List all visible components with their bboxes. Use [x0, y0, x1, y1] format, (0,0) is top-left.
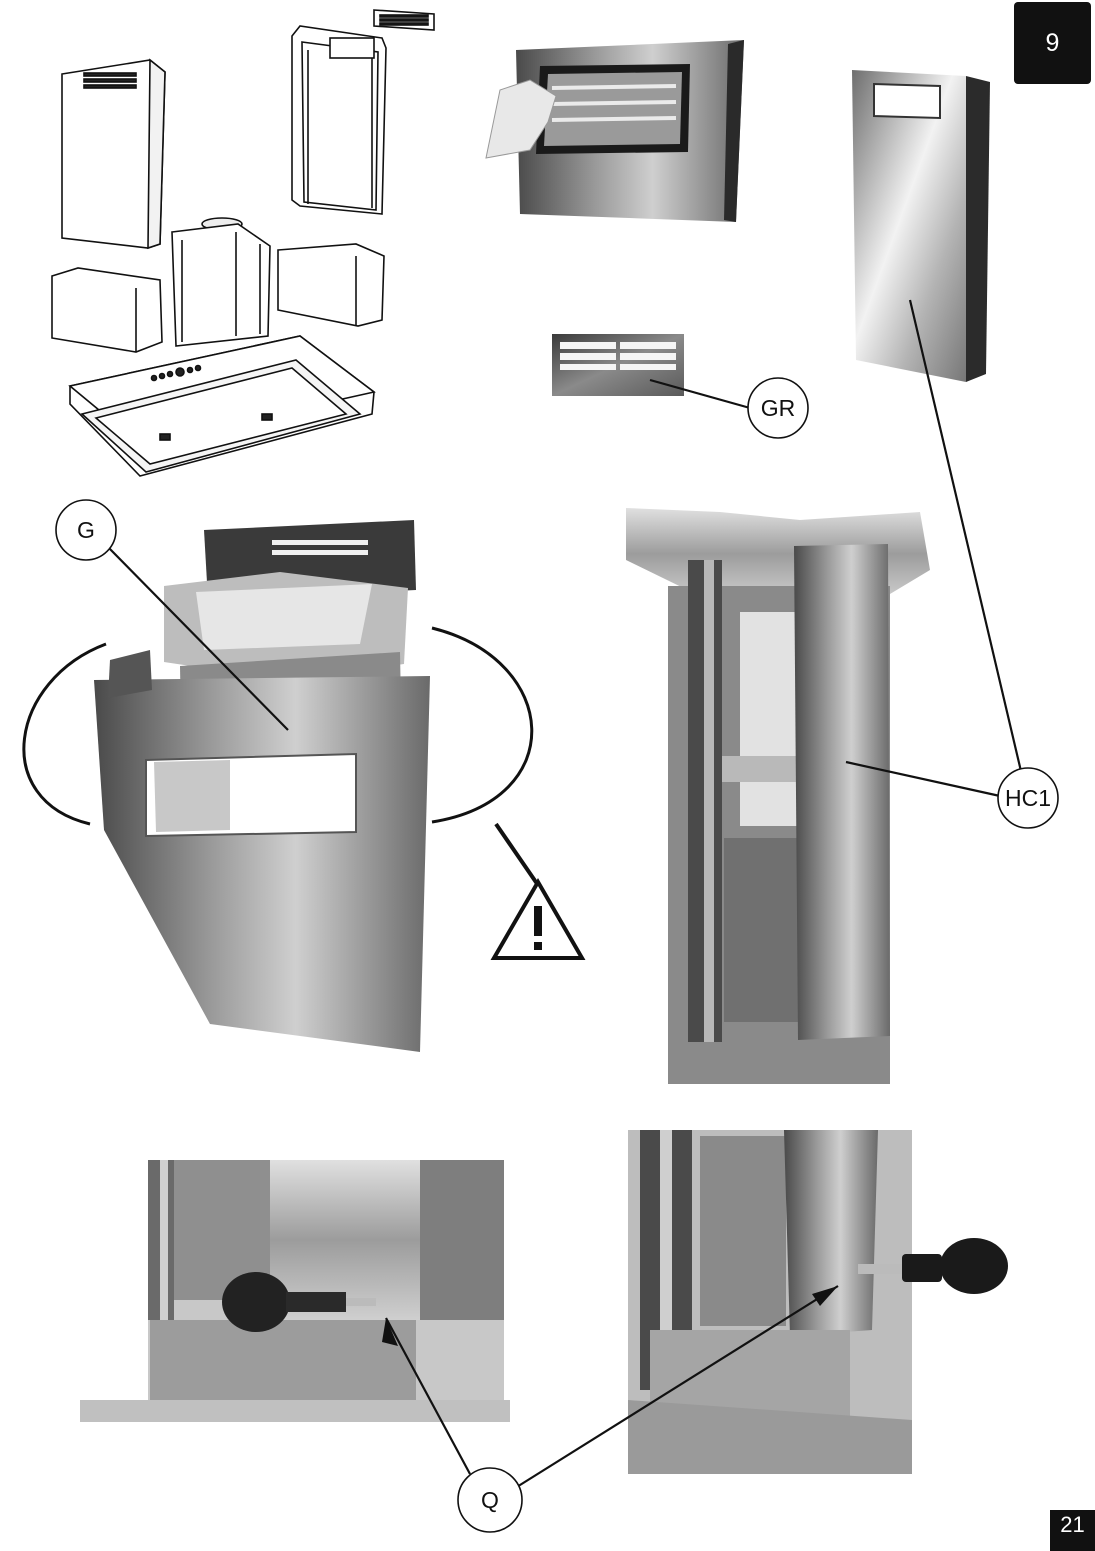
hc1-leader-line-lower — [845, 760, 1001, 798]
callout-circle-gr — [747, 377, 809, 439]
callout-leaders — [105, 299, 1026, 1491]
callout-label-hc1: HC1 — [1005, 785, 1051, 811]
callout-label-gr: GR — [761, 395, 796, 421]
grille-plate-gr — [552, 334, 684, 396]
chimney-cover-hc1 — [852, 70, 990, 382]
gr-leader-line — [649, 378, 751, 410]
callout-label-g: G — [77, 517, 95, 543]
screw-right-photo — [628, 1130, 1008, 1474]
warning-triangle-icon — [490, 878, 586, 960]
cover-on-chimney-photo — [626, 508, 930, 1084]
exploded-hood-assembly — [51, 9, 435, 477]
callout-label-q: Q — [481, 1487, 499, 1513]
step-number-badge: 9 — [1014, 2, 1091, 84]
callout-circle-g — [55, 499, 117, 561]
warning-pointer — [494, 822, 542, 890]
callout-circle-hc1 — [997, 767, 1059, 829]
rotate-cover-photo — [94, 520, 430, 1052]
q-leader-line-right — [511, 1285, 839, 1491]
q-leader-line-left — [385, 1317, 471, 1475]
hc1-leader-line-upper — [908, 299, 1026, 785]
callout-circle-q — [457, 1467, 523, 1533]
grille-removal-photo — [485, 40, 744, 222]
screw-left-photo — [80, 1160, 510, 1422]
g-leader-line — [105, 544, 289, 731]
page-number: 21 — [1050, 1510, 1095, 1551]
callout-arrowheads — [382, 1286, 838, 1346]
rotation-arc — [22, 626, 534, 826]
